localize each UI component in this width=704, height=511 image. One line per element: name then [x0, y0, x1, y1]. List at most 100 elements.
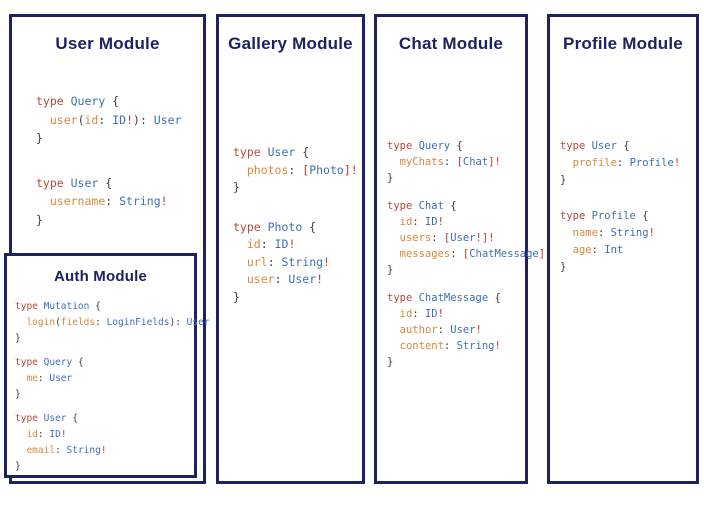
code-token [560, 227, 573, 239]
code-line: messages: [ChatMessage]! [387, 246, 552, 262]
user-module-code: type Query { user(id: ID!): User}type Us… [36, 92, 203, 229]
code-line: } [15, 387, 194, 403]
code-line: type Mutation { [15, 299, 194, 315]
code-token: String [119, 194, 161, 208]
profile-module-title: Profile Module [563, 34, 683, 53]
code-token: Mutation [43, 301, 96, 312]
code-token: User [591, 140, 624, 152]
code-line: } [15, 331, 194, 347]
code-line: } [36, 211, 203, 230]
gallery-module-box: Gallery Module type User { photos: [Phot… [216, 14, 365, 484]
code-token: Photo [267, 219, 310, 234]
code-token: { [494, 292, 501, 304]
code-token: type [387, 200, 419, 212]
code-token: ! [475, 232, 482, 244]
code-token: ! [437, 308, 444, 320]
code-token: ! [488, 232, 495, 244]
code-token: ! [288, 237, 296, 251]
code-token [15, 373, 26, 384]
code-token: } [36, 131, 43, 145]
code-token: ! [673, 157, 681, 169]
code-line: type ChatMessage { [387, 290, 525, 306]
code-token: { [623, 140, 630, 152]
code-token [387, 340, 400, 352]
code-token: profile [572, 157, 617, 169]
code-token: type [233, 219, 268, 234]
code-line: } [387, 262, 525, 278]
code-line: profile: Profile! [560, 155, 696, 172]
code-token: : [37, 429, 50, 440]
code-line: login(fields: LoginFields): User [15, 315, 209, 331]
code-token: { [309, 219, 317, 234]
code-line: type Chat { [387, 198, 525, 214]
code-token: { [642, 210, 649, 222]
code-token: author [399, 324, 438, 336]
code-token [387, 156, 400, 168]
code-token: } [387, 264, 394, 276]
code-block: type User { profile: Profile!} [560, 138, 696, 189]
code-block: type Query { user(id: ID!): User} [36, 92, 203, 148]
code-line: user: User! [233, 271, 362, 289]
code-token: Int [604, 244, 624, 256]
code-line: username: String! [36, 192, 203, 211]
code-token: id [399, 216, 413, 228]
code-token: ID [424, 308, 438, 320]
code-token: Profile [629, 157, 674, 169]
code-block: type Chat { id: ID! users: [User!]! mess… [387, 198, 552, 278]
code-token: ! [494, 340, 501, 352]
code-token: String [610, 227, 649, 239]
code-token: id [26, 429, 38, 440]
code-token [233, 255, 247, 269]
code-line: users: [User!]! [387, 230, 525, 246]
chat-module-code: type Query { myChats: [Chat]!}type Chat … [387, 138, 552, 370]
code-token: username [49, 194, 106, 208]
code-token: } [387, 172, 394, 184]
code-token: User [186, 317, 210, 328]
code-token: { [95, 301, 101, 312]
code-token: ! [60, 429, 67, 440]
code-token: : [274, 272, 289, 286]
code-token: } [15, 333, 21, 344]
code-token: id [246, 237, 261, 251]
code-token: ! [126, 112, 134, 127]
code-line: } [233, 179, 362, 197]
code-line: } [387, 170, 525, 186]
code-token: : [288, 162, 303, 177]
code-token: ID [424, 216, 438, 228]
code-token: User [49, 373, 73, 384]
code-token: User [450, 232, 476, 244]
code-token: } [233, 289, 240, 304]
code-line: type User { [560, 138, 696, 155]
code-line: id: ID! [15, 427, 194, 443]
code-line: } [387, 354, 525, 370]
code-token: { [112, 94, 120, 108]
code-line: user(id: ID!): User [36, 111, 203, 130]
code-token: ID [112, 112, 127, 127]
code-line: type Query { [15, 355, 194, 371]
code-token: users [399, 232, 432, 244]
code-line: type User { [233, 144, 362, 162]
chat-module-box: Chat Module type Query { myChats: [Chat]… [374, 14, 552, 484]
profile-module-code: type User { profile: Profile!}type Profi… [560, 138, 696, 276]
code-token [560, 157, 573, 169]
code-token: Query [43, 357, 78, 368]
code-token: Profile [591, 210, 643, 222]
code-token: name [572, 227, 598, 239]
code-token: ): [133, 112, 154, 127]
code-token: { [105, 175, 113, 190]
code-token: Query [70, 94, 113, 108]
code-token: } [36, 212, 43, 227]
code-token: User [70, 175, 106, 190]
code-token: id [84, 112, 99, 127]
code-token: ID [274, 237, 289, 251]
code-block: type Query { me: User} [15, 355, 194, 403]
auth-module-title: Auth Module [53, 268, 147, 285]
code-token: { [450, 200, 457, 212]
code-line: url: String! [233, 254, 362, 272]
code-line: type User { [15, 411, 194, 427]
code-line: name: String! [560, 225, 696, 242]
code-line: type Photo { [233, 219, 362, 237]
code-token: type [15, 357, 44, 368]
code-token: : [412, 308, 425, 320]
code-token: } [15, 389, 21, 400]
